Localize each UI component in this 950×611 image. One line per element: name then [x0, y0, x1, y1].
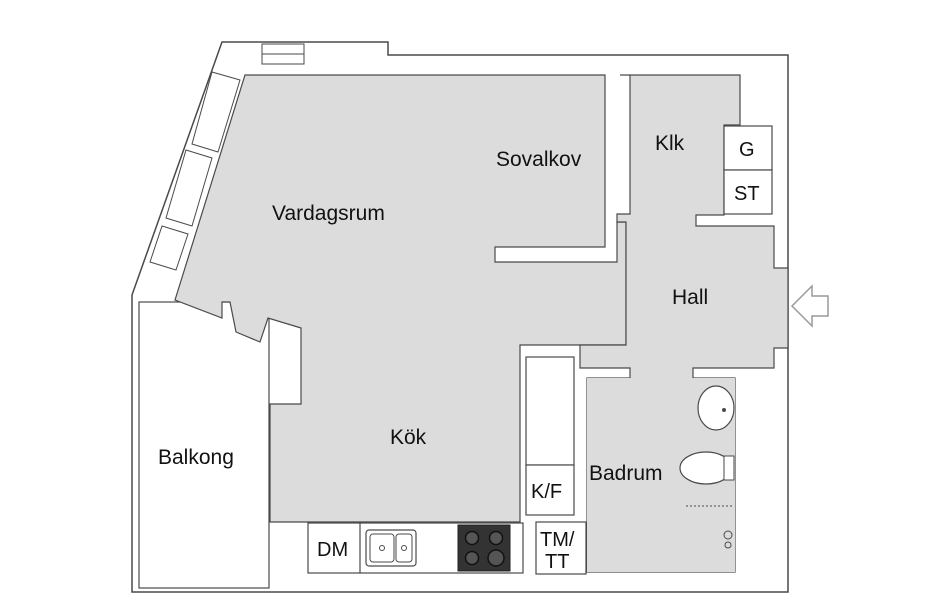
fridge-box: [525, 464, 575, 516]
washer-box: [535, 521, 587, 575]
label-kok: Kök: [390, 426, 427, 449]
kitchen-column: [525, 356, 575, 466]
window-left-1: [191, 71, 241, 153]
label-tt: TT: [545, 551, 569, 573]
label-klk: Klk: [655, 132, 685, 155]
label-balkong: Balkong: [158, 446, 234, 469]
washbasin-icon: [697, 385, 735, 431]
entrance-arrow-icon: [790, 284, 829, 328]
g-closet: [723, 125, 773, 171]
sink-icon: [365, 529, 417, 567]
shower-icon: [686, 505, 733, 549]
label-hall: Hall: [672, 286, 708, 309]
label-kf: K/F: [531, 481, 562, 503]
window-left-3: [149, 225, 189, 271]
label-tm: TM/: [540, 529, 575, 551]
balcony-area: [138, 301, 270, 589]
toilet-icon: [679, 451, 735, 485]
label-g: G: [739, 139, 755, 161]
label-vardagsrum: Vardagsrum: [272, 202, 385, 225]
label-badrum: Badrum: [589, 462, 663, 485]
label-dm: DM: [317, 539, 348, 561]
window-top: [261, 43, 305, 65]
st-closet: [723, 169, 773, 215]
living-kitchen-floor: [174, 74, 627, 523]
label-sovalkov: Sovalkov: [496, 148, 582, 171]
window-left-2: [165, 149, 213, 227]
stove-icon: [457, 524, 511, 572]
label-st: ST: [734, 183, 760, 205]
